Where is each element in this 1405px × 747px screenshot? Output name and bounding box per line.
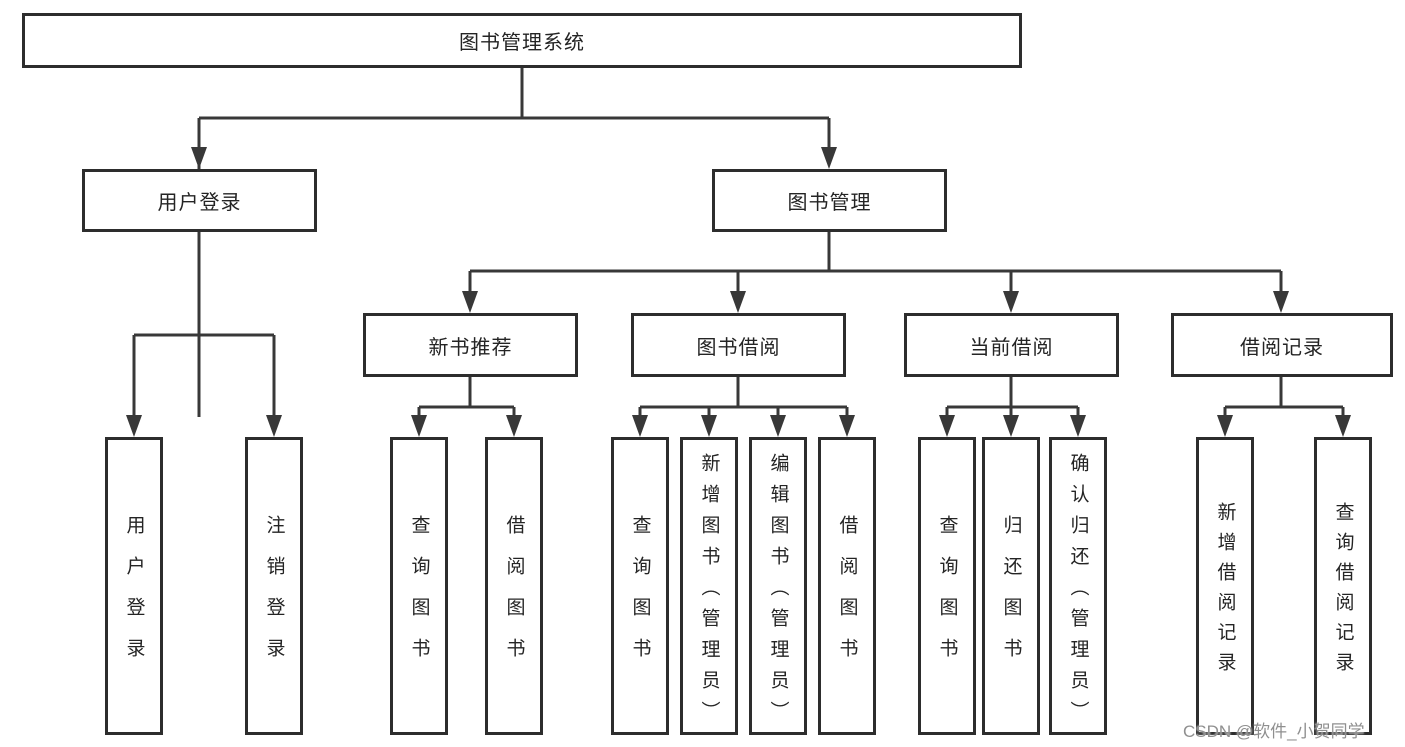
node-book-borrow-label: 图书借阅 [696, 336, 781, 359]
node-root: 图书管理系统 [22, 13, 1022, 68]
leaf-query-books-borrow: 查询图书 [611, 437, 669, 735]
node-book-borrow: 图书借阅 [631, 313, 846, 377]
arrowheads-leaves [126, 415, 1351, 437]
node-root-label: 图书管理系统 [459, 32, 585, 54]
leaf-add-books-admin-label: 新增图书（管理员） [698, 452, 720, 732]
connector-root-to-level2 [197, 68, 831, 417]
node-new-book-recommend-label: 新书推荐 [428, 336, 513, 359]
node-borrow-records-label: 借阅记录 [1240, 336, 1324, 359]
node-borrow-records: 借阅记录 [1171, 313, 1393, 377]
node-book-management-label: 图书管理 [787, 192, 872, 214]
leaf-borrow-books-label: 借阅图书 [836, 515, 858, 679]
connector-bookborrow-to-leaves [638, 377, 849, 417]
leaf-query-borrow-record: 查询借阅记录 [1314, 437, 1372, 735]
node-user-login-label: 用户登录 [157, 192, 242, 214]
leaf-logout-label: 注销登录 [263, 515, 285, 679]
node-new-book-recommend: 新书推荐 [363, 313, 578, 377]
leaf-borrow-books: 借阅图书 [818, 437, 876, 735]
leaf-logout: 注销登录 [245, 437, 303, 735]
leaf-query-books-current-label: 查询图书 [936, 515, 958, 679]
leaf-borrow-books-recommend: 借阅图书 [485, 437, 543, 735]
leaf-add-borrow-record: 新增借阅记录 [1196, 437, 1254, 735]
leaf-add-books-admin: 新增图书（管理员） [680, 437, 738, 735]
connector-currentborrow-to-leaves [945, 377, 1080, 417]
leaf-borrow-books-recommend-label: 借阅图书 [503, 515, 525, 679]
leaf-user-login-label: 用户登录 [123, 515, 145, 679]
leaf-query-books-recommend: 查询图书 [390, 437, 448, 735]
connector-bookmgmt-to-level3 [468, 232, 1283, 295]
leaf-query-borrow-record-label: 查询借阅记录 [1332, 501, 1354, 682]
leaf-edit-books-admin-label: 编辑图书（管理员） [767, 452, 789, 732]
leaf-confirm-return-admin-label: 确认归还（管理员） [1067, 452, 1089, 732]
leaf-user-login: 用户登录 [105, 437, 163, 735]
node-user-login: 用户登录 [82, 169, 317, 232]
connector-userlogin-to-leaves [132, 232, 276, 417]
leaf-return-books: 归还图书 [982, 437, 1040, 735]
leaf-query-books-recommend-label: 查询图书 [408, 515, 430, 679]
leaf-edit-books-admin: 编辑图书（管理员） [749, 437, 807, 735]
leaf-query-books-current: 查询图书 [918, 437, 976, 735]
connector-newbook-to-leaves [417, 377, 516, 417]
leaf-query-books-borrow-label: 查询图书 [629, 515, 651, 679]
arrowheads-level2 [191, 147, 837, 169]
leaf-confirm-return-admin: 确认归还（管理员） [1049, 437, 1107, 735]
leaf-return-books-label: 归还图书 [1000, 515, 1022, 679]
node-current-borrow-label: 当前借阅 [969, 336, 1054, 359]
leaf-add-borrow-record-label: 新增借阅记录 [1214, 501, 1236, 682]
node-book-management: 图书管理 [712, 169, 947, 232]
arrowheads-level3 [462, 291, 1289, 313]
node-current-borrow: 当前借阅 [904, 313, 1119, 377]
watermark-csdn: CSDN @软件_小贺同学 [1183, 722, 1365, 741]
connector-records-to-leaves [1223, 377, 1345, 417]
